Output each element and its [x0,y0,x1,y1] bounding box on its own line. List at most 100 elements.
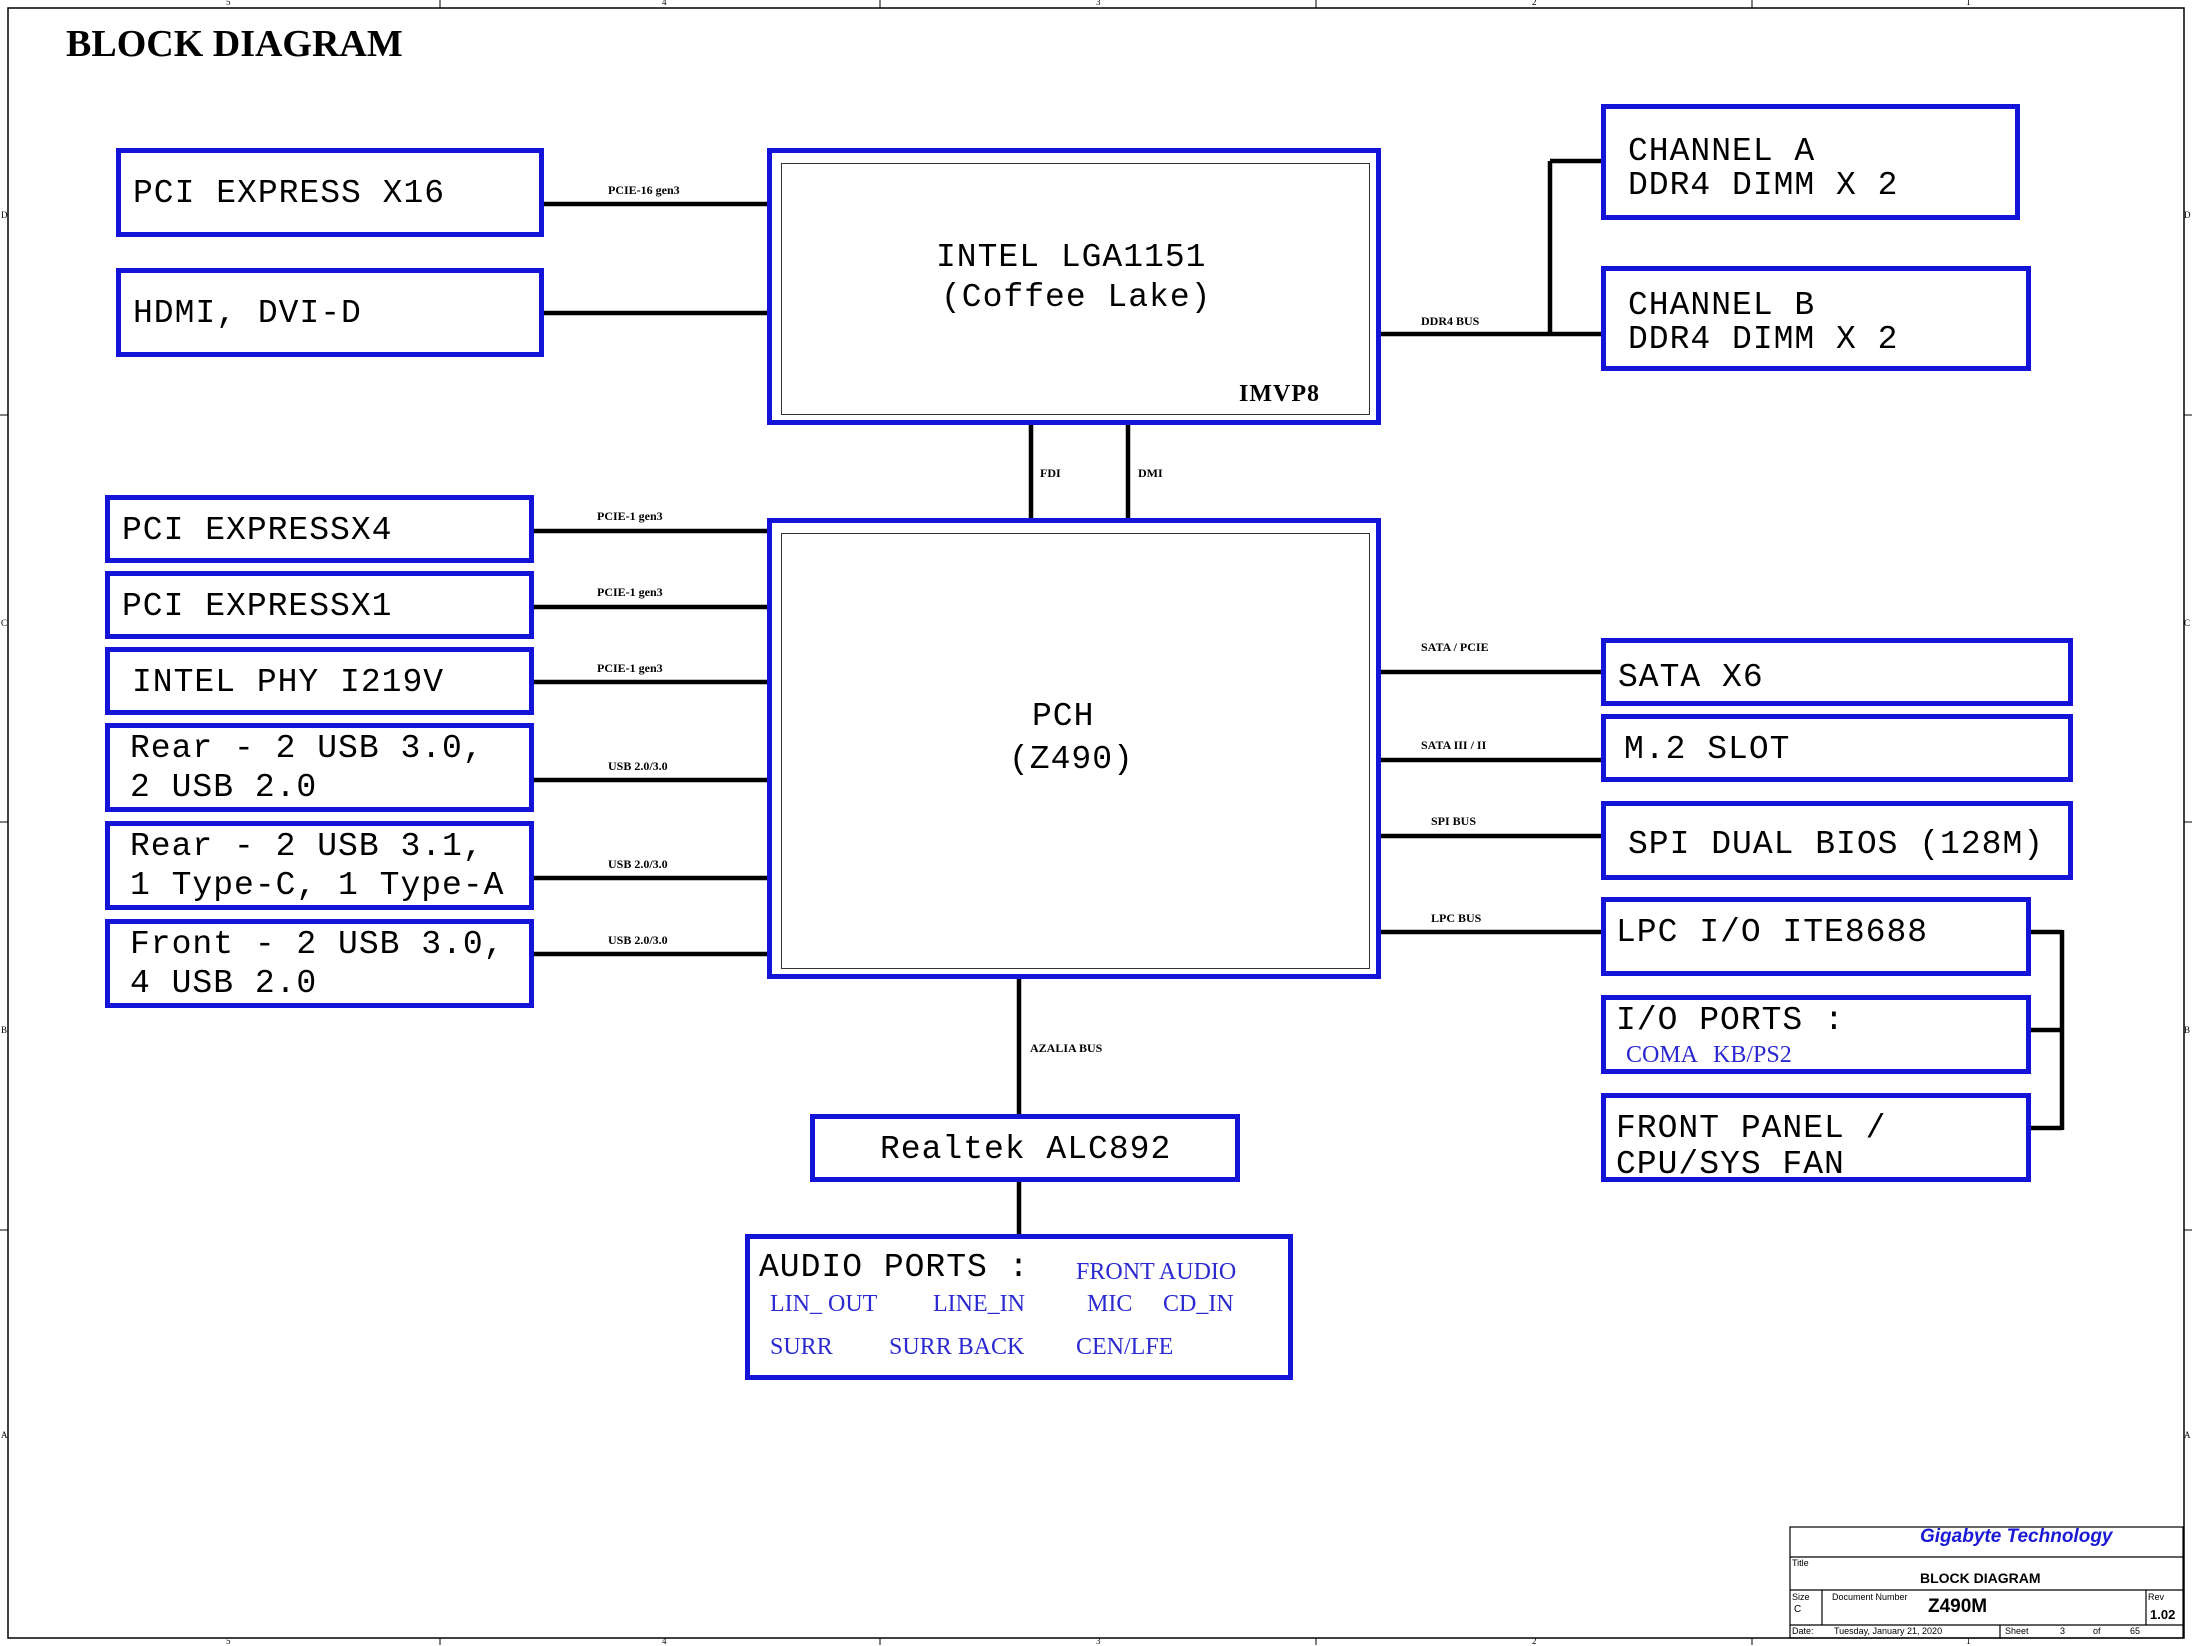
zone-letter: A [2184,1430,2191,1440]
size-label: Size [1792,1592,1810,1602]
block-label: HDMI, DVI-D [133,295,362,332]
front-usb-block: Front - 2 USB 3.0, 4 USB 2.0 [105,919,534,1008]
bus-label-sata3: SATA III / II [1421,738,1487,752]
pcie-x16-block: PCI EXPRESS X16 [116,148,544,237]
spi-bios-block: SPI DUAL BIOS (128M) [1601,801,2073,880]
zone-number: 1 [1966,1636,1971,1646]
audio-port: LIN_ OUT [770,1291,878,1317]
channel-a-block: CHANNEL A DDR4 DIMM X 2 [1601,104,2020,220]
audio-port: MIC [1087,1291,1133,1317]
block-label: AUDIO PORTS : [759,1249,1030,1286]
cpu-codename: (Coffee Lake) [941,279,1212,316]
block-label: PCI EXPRESSX4 [122,512,393,549]
intel-phy-block: INTEL PHY I219V [105,647,534,715]
channel-b-block: CHANNEL B DDR4 DIMM X 2 [1601,266,2031,371]
bus-label-usb: USB 2.0/3.0 [608,857,668,871]
pch-inner-frame [781,533,1370,969]
date-label: Date: [1792,1626,1814,1636]
zone-number: 5 [226,1636,231,1646]
bus-label-ddr4: DDR4 BUS [1421,314,1480,328]
company-name: Gigabyte Technology [1920,1526,2113,1547]
audio-port: CD_IN [1163,1291,1234,1317]
zone-letter: D [2184,210,2191,220]
zone-number: 3 [1096,1636,1101,1646]
front-panel-block: FRONT PANEL / CPU/SYS FAN [1601,1093,2031,1183]
bus-label-pcie1: PCIE-1 gen3 [597,509,663,523]
title-label: Title [1792,1558,1809,1568]
pcie-x4-block: PCI EXPRESSX4 [105,495,534,563]
rev-value: 1.02 [2150,1607,2176,1622]
page-title: BLOCK DIAGRAM [66,23,403,65]
cpu-name: INTEL LGA1151 [936,239,1207,276]
bus-label-pcie1: PCIE-1 gen3 [597,585,663,599]
audio-codec-block: Realtek ALC892 [810,1114,1240,1182]
date-value: Tuesday, January 21, 2020 [1834,1626,1943,1636]
zone-number: 4 [662,1636,667,1646]
bus-label-fdi: FDI [1040,466,1061,480]
zone-number: 2 [1532,1636,1537,1646]
zone-letter: C [2184,618,2191,628]
zone-number: 3 [1096,0,1101,7]
block-label: PCI EXPRESSX1 [122,588,393,625]
sata-block: SATA X6 [1601,638,2073,706]
rear-usb30-block: Rear - 2 USB 3.0, 2 USB 2.0 [105,723,534,812]
rear-usb31-block: Rear - 2 USB 3.1, 1 Type-C, 1 Type-A [105,821,534,910]
rev-label: Rev [2148,1592,2165,1602]
block-label: Realtek ALC892 [880,1131,1172,1168]
block-label: 4 USB 2.0 [130,965,318,1002]
zone-letter: A [1,1430,8,1440]
pch-model: (Z490) [1009,741,1134,778]
bus-label-usb: USB 2.0/3.0 [608,933,668,947]
block-label: 2 USB 2.0 [130,769,318,806]
block-label: LPC I/O ITE8688 [1616,914,1929,951]
audio-port: LINE_IN [933,1291,1025,1317]
block-label: Front - 2 USB 3.0, [130,926,505,963]
bus-label-dmi: DMI [1138,466,1163,480]
block-label: DDR4 DIMM X 2 [1628,167,1899,204]
zone-number: 2 [1532,0,1537,7]
audio-ports-block: AUDIO PORTS : FRONT AUDIO LIN_ OUT LINE_… [745,1234,1293,1380]
zone-number: 5 [226,0,231,7]
sheet-title: BLOCK DIAGRAM [1920,1570,2041,1586]
sheet-total: 65 [2130,1626,2141,1636]
zone-letter: C [1,618,8,628]
sheet-label: Sheet [2005,1626,2029,1636]
audio-port: FRONT AUDIO [1076,1259,1237,1285]
block-label: M.2 SLOT [1624,731,1791,768]
block-label: SPI DUAL BIOS (128M) [1628,826,2045,863]
block-label: CPU/SYS FAN [1616,1146,1845,1183]
zone-letter: B [2184,1025,2191,1035]
bus-label-pcie1: PCIE-1 gen3 [597,661,663,675]
block-label: DDR4 DIMM X 2 [1628,321,1899,358]
io-ports-block: I/O PORTS : COMA KB/PS2 [1601,995,2031,1074]
block-label: Rear - 2 USB 3.0, [130,730,484,767]
zone-number: 4 [662,0,667,7]
pch-name: PCH [1032,698,1095,735]
document-number-label: Document Number [1832,1592,1908,1602]
bus-label-spi: SPI BUS [1431,814,1477,828]
block-label: I/O PORTS : [1616,1002,1845,1039]
lpc-io-block: LPC I/O ITE8688 [1601,897,2031,976]
bus-label-lpc: LPC BUS [1431,911,1482,925]
pch-block: PCH (Z490) [767,518,1381,979]
cpu-inner-frame [781,163,1370,415]
document-number: Z490M [1928,1596,1988,1617]
audio-port: CEN/LFE [1076,1334,1174,1360]
size-value: C [1794,1604,1802,1615]
block-label: INTEL PHY I219V [132,664,445,701]
of-label: of [2093,1626,2101,1636]
block-label: SATA X6 [1618,659,1764,696]
block-label: PCI EXPRESS X16 [133,175,446,212]
bus-label-azalia: AZALIA BUS [1030,1041,1103,1055]
audio-port: SURR [770,1334,833,1360]
bus-label-usb: USB 2.0/3.0 [608,759,668,773]
bus-label-pcie16: PCIE-16 gen3 [608,183,680,197]
io-port-coma: COMA [1626,1042,1699,1068]
hdmi-dvi-block: HDMI, DVI-D [116,268,544,357]
cpu-block: INTEL LGA1151 (Coffee Lake) IMVP8 [767,148,1381,425]
io-port-kb: KB/PS2 [1713,1042,1792,1068]
block-label: FRONT PANEL / [1616,1110,1887,1147]
